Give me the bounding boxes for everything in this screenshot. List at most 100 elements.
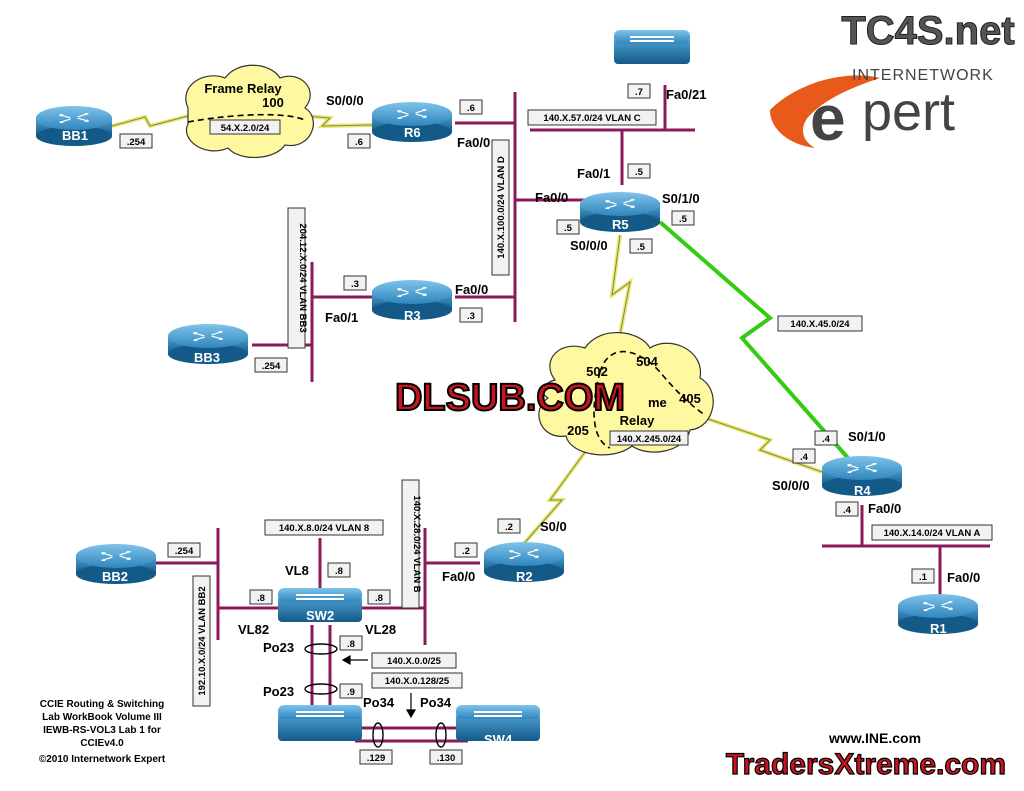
addr-sw2-po23: .8	[339, 635, 363, 651]
switch-sw4[interactable]: SW4	[456, 705, 540, 747]
svg-text:.8: .8	[347, 639, 355, 650]
router-r4[interactable]: R4	[822, 456, 902, 498]
intf-r1-fa00: Fa0/0	[947, 570, 980, 585]
device-label: SW2	[306, 608, 334, 623]
svg-text:.4: .4	[800, 452, 809, 463]
addr-sw2-vl28: .8	[367, 589, 391, 605]
addr-sw3-po34: .129	[359, 749, 393, 765]
svg-text:.254: .254	[175, 546, 194, 557]
svg-text:.4: .4	[822, 434, 831, 445]
network-boxes: 140.X.57.0/24 VLAN C 140.X.100.0/24 VLAN…	[192, 109, 993, 707]
addr-bb3: .254	[254, 357, 288, 373]
svg-text:pert: pert	[862, 82, 955, 142]
ine-url: www.INE.com	[828, 730, 921, 746]
svg-text:.5: .5	[679, 214, 688, 225]
net-vlan-c: 140.X.57.0/24 VLAN C	[527, 109, 657, 126]
intf-sw4-po34: Po34	[420, 695, 452, 710]
svg-text:140.X.0.128/25: 140.X.0.128/25	[385, 676, 450, 687]
addr-bb2: .254	[167, 542, 201, 558]
router-bb2[interactable]: BB2	[76, 544, 156, 584]
intf-sw1-fa021: Fa0/21	[666, 87, 706, 102]
router-bb3[interactable]: BB3	[168, 324, 248, 365]
internetwork-expert-logo: INTERNETWORK e pert	[770, 67, 993, 154]
device-label: R3	[404, 308, 421, 323]
svg-text:TC4S.net: TC4S.net	[841, 9, 1014, 53]
dlci-504: 504	[636, 354, 658, 369]
intf-r2-fa00: Fa0/0	[442, 569, 475, 584]
addr-sw1: .7	[627, 83, 651, 99]
svg-text:140.X.8.0/24 VLAN 8: 140.X.8.0/24 VLAN 8	[279, 523, 369, 534]
dlci-502: 502	[586, 364, 608, 379]
fr-mid-relay-label: Relay	[620, 413, 655, 428]
credits-line-4: CCIEv4.0	[80, 738, 124, 749]
lan-segments	[155, 85, 990, 743]
svg-text:140.X.14.0/24 VLAN A: 140.X.14.0/24 VLAN A	[884, 528, 981, 539]
addr-bb1: .254	[119, 133, 153, 149]
svg-text:.7: .7	[635, 87, 643, 98]
intf-r5-s000: S0/0/0	[570, 238, 608, 253]
addr-r3-fa01: .3	[343, 275, 367, 291]
router-r6[interactable]: R6	[372, 102, 452, 142]
intf-r6-fa00: Fa0/0	[457, 135, 490, 150]
net-po34: 140.X.0.128/25	[371, 672, 463, 689]
net-vlan-d: 140.X.100.0/24 VLAN D	[491, 139, 510, 276]
serial-links	[111, 110, 850, 550]
svg-text:.254: .254	[127, 137, 146, 148]
intf-r4-fa00: Fa0/0	[868, 501, 901, 516]
svg-text:.5: .5	[635, 167, 644, 178]
svg-text:www.INE.com: www.INE.com	[828, 730, 921, 746]
intf-r4-s000: S0/0/0	[772, 478, 810, 493]
switch-sw1[interactable]: SW1	[614, 30, 690, 77]
svg-text:54.X.2.0/24: 54.X.2.0/24	[221, 123, 270, 134]
addr-r6-serial: .6	[347, 133, 371, 149]
net-vlan-bb2: 192.10.X.0/24 VLAN BB2	[192, 575, 211, 707]
addr-r6-fa: .6	[459, 99, 483, 115]
intf-sw2-vl28: VL28	[365, 622, 396, 637]
intf-sw2-vl82: VL82	[238, 622, 269, 637]
intf-r2-s00: S0/0	[540, 519, 567, 534]
device-label: BB2	[102, 569, 128, 584]
router-r1[interactable]: R1	[898, 594, 978, 636]
interface-labels: S0/0/0 Fa0/0 Fa0/21 Fa0/1 Fa0/0 S0/1/0 S…	[238, 87, 980, 710]
router-bb1[interactable]: BB1	[36, 106, 112, 146]
dlci-205: 205	[567, 423, 589, 438]
credits-line-3: IEWB-RS-VOL3 Lab 1 for	[43, 725, 161, 736]
device-label: R6	[404, 125, 421, 140]
net-vlan-bb3: 204.12.X.0/24 VLAN BB3	[287, 207, 308, 349]
device-label: SW3	[306, 740, 334, 755]
svg-text:e: e	[810, 82, 846, 154]
svg-text:.2: .2	[505, 522, 513, 533]
addr-sw4-po34: .130	[429, 749, 463, 765]
device-label: R5	[612, 217, 629, 232]
addr-r4-fa00: .4	[835, 501, 859, 517]
addr-r4-s010: .4	[814, 430, 838, 446]
svg-text:.254: .254	[262, 361, 281, 372]
net-vlan-a: 140.X.14.0/24 VLAN A	[871, 524, 993, 541]
intf-r3-fa00: Fa0/0	[455, 282, 488, 297]
addr-r5-fa00: .5	[556, 219, 580, 235]
svg-text:.3: .3	[351, 279, 359, 290]
switch-sw3[interactable]: SW3	[278, 705, 362, 755]
svg-text:204.12.X.0/24 VLAN BB3: 204.12.X.0/24 VLAN BB3	[297, 223, 308, 332]
router-r5[interactable]: R5	[580, 192, 660, 232]
router-r2[interactable]: R2	[484, 542, 564, 584]
addr-r5-s000: .5	[629, 238, 653, 254]
svg-text:.8: .8	[375, 593, 383, 604]
addr-r3-fa00: .3	[459, 307, 483, 323]
switch-sw2[interactable]: SW2	[278, 588, 362, 623]
net-r5-r4: 140.X.45.0/24	[777, 315, 863, 332]
tradersxtreme-watermark: TradersXtreme.com	[725, 747, 1006, 781]
svg-text:140.X.28.0/24 VLAN B: 140.X.28.0/24 VLAN B	[411, 495, 422, 592]
net-vlan-8: 140.X.8.0/24 VLAN 8	[264, 519, 384, 536]
svg-text:.3: .3	[467, 311, 475, 322]
credits-line-2: Lab WorkBook Volume III	[42, 712, 162, 723]
fr-top-label: Frame Relay	[204, 81, 282, 96]
router-r3[interactable]: R3	[372, 280, 452, 323]
fr-top-dlci: 100	[262, 95, 284, 110]
svg-text:.4: .4	[843, 505, 852, 516]
arrows	[341, 654, 417, 719]
svg-text:140.X.0.0/25: 140.X.0.0/25	[387, 656, 442, 667]
credits-line-5: ©2010 Internetwork Expert	[39, 754, 166, 765]
addr-sw2-vl82: .8	[249, 589, 273, 605]
